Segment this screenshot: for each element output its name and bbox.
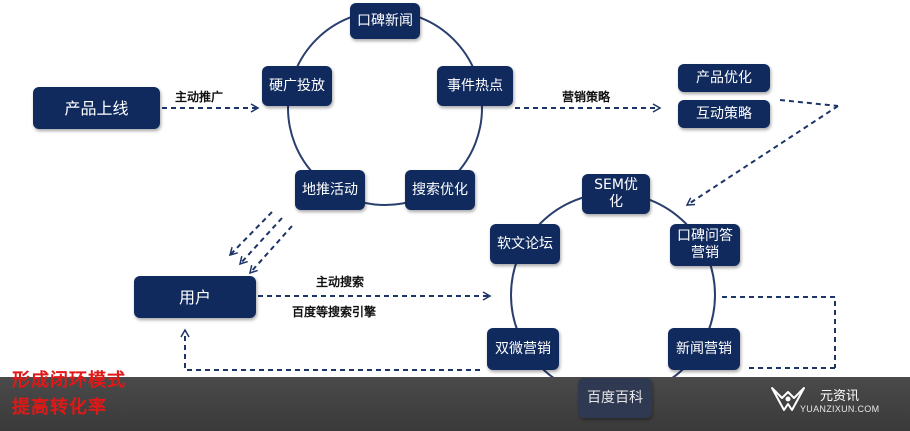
brand-url: YUANZIXUN.COM — [800, 404, 880, 414]
node-hard-ads: 硬广投放 — [262, 66, 332, 106]
node-product-opt: 产品优化 — [678, 64, 770, 92]
node-koubei-qa: 口碑问答 营销 — [670, 224, 740, 266]
node-koubei-news: 口碑新闻 — [350, 3, 420, 39]
arrow-right-to-sem — [685, 105, 839, 206]
arrow-ground-to-user-1 — [228, 211, 273, 257]
node-user: 用户 — [134, 276, 256, 318]
label-baidu-search: 百度等搜索引擎 — [292, 305, 377, 319]
node-news-marketing: 新闻营销 — [668, 328, 740, 370]
node-baidu-baike: 百度百科 — [578, 378, 652, 418]
slogan-line-1: 形成闭环模式 — [12, 370, 126, 391]
label-active-promotion: 主动推广 — [175, 90, 224, 104]
label-active-search: 主动搜索 — [316, 275, 365, 289]
node-ground-promo: 地推活动 — [295, 170, 365, 210]
arrow-ground-to-user-2 — [238, 217, 283, 266]
slogan-line-2: 提高转化率 — [12, 397, 107, 418]
label-marketing-strategy: 营销策略 — [562, 90, 611, 104]
node-double-micro: 双微营销 — [487, 328, 559, 370]
node-sem-opt: SEM优 化 — [582, 174, 650, 214]
brand-logo-icon — [771, 387, 805, 411]
node-search-opt: 搜索优化 — [405, 170, 475, 210]
arrow-loop-left — [180, 328, 480, 371]
node-product-launch: 产品上线 — [33, 87, 160, 129]
arrow-ground-to-user-3 — [248, 225, 293, 275]
node-interaction-strategy: 互动策略 — [678, 100, 770, 128]
arrow-loop-right — [722, 296, 836, 368]
node-soft-article: 软文论坛 — [490, 224, 560, 264]
node-event-hotspot: 事件热点 — [437, 66, 513, 106]
brand-name: 元资讯 — [820, 389, 860, 404]
footer-bar — [0, 377, 910, 431]
arrow-strategy-to-right — [779, 99, 839, 107]
